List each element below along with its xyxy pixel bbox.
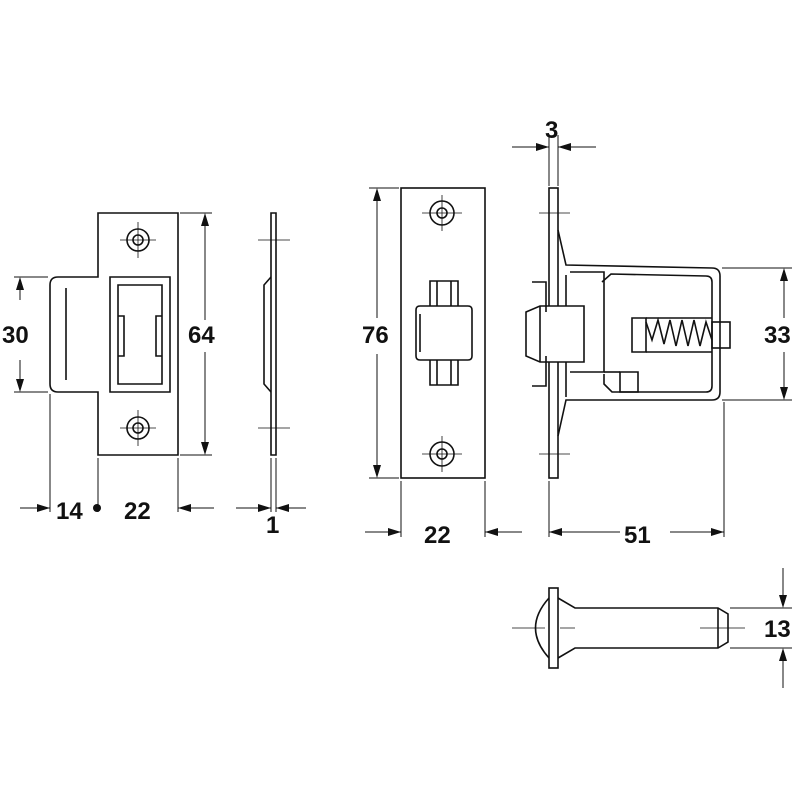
label-forend-width: 22 <box>424 522 451 549</box>
label-forend-height: 76 <box>362 322 389 349</box>
label-strike-height-inner: 30 <box>2 322 29 349</box>
dimension-bolt-diameter: 13 <box>730 568 792 688</box>
dimension-forend-thickness: 3 <box>512 117 596 186</box>
dimension-strike-thickness: 1 <box>236 458 306 539</box>
label-strike-height: 64 <box>188 322 215 349</box>
dimension-strike-height: 64 <box>180 212 215 456</box>
dimension-latch-case-height: 33 <box>722 267 792 401</box>
latch-side-view <box>525 187 731 479</box>
label-bolt-diameter: 13 <box>764 616 791 643</box>
label-strike-thickness: 1 <box>266 512 279 539</box>
forend-front-view <box>400 187 486 479</box>
label-strike-width: 22 <box>124 498 151 525</box>
dimension-forend-height: 76 <box>362 187 399 479</box>
label-strike-lip: 14 <box>56 498 83 525</box>
label-latch-case-height: 33 <box>764 322 791 349</box>
strike-plate-front-view <box>49 212 179 456</box>
label-forend-thickness: 3 <box>545 117 558 144</box>
dimension-strike-height-inner: 30 <box>2 276 48 393</box>
bolt-view <box>512 587 745 669</box>
dimension-forend-width: 22 <box>365 481 522 549</box>
label-latch-depth: 51 <box>624 522 651 549</box>
dimension-strike-lip-and-width: 14 22 <box>20 394 214 525</box>
strike-plate-side-view <box>258 212 290 456</box>
dimension-latch-depth: 51 <box>548 402 725 549</box>
